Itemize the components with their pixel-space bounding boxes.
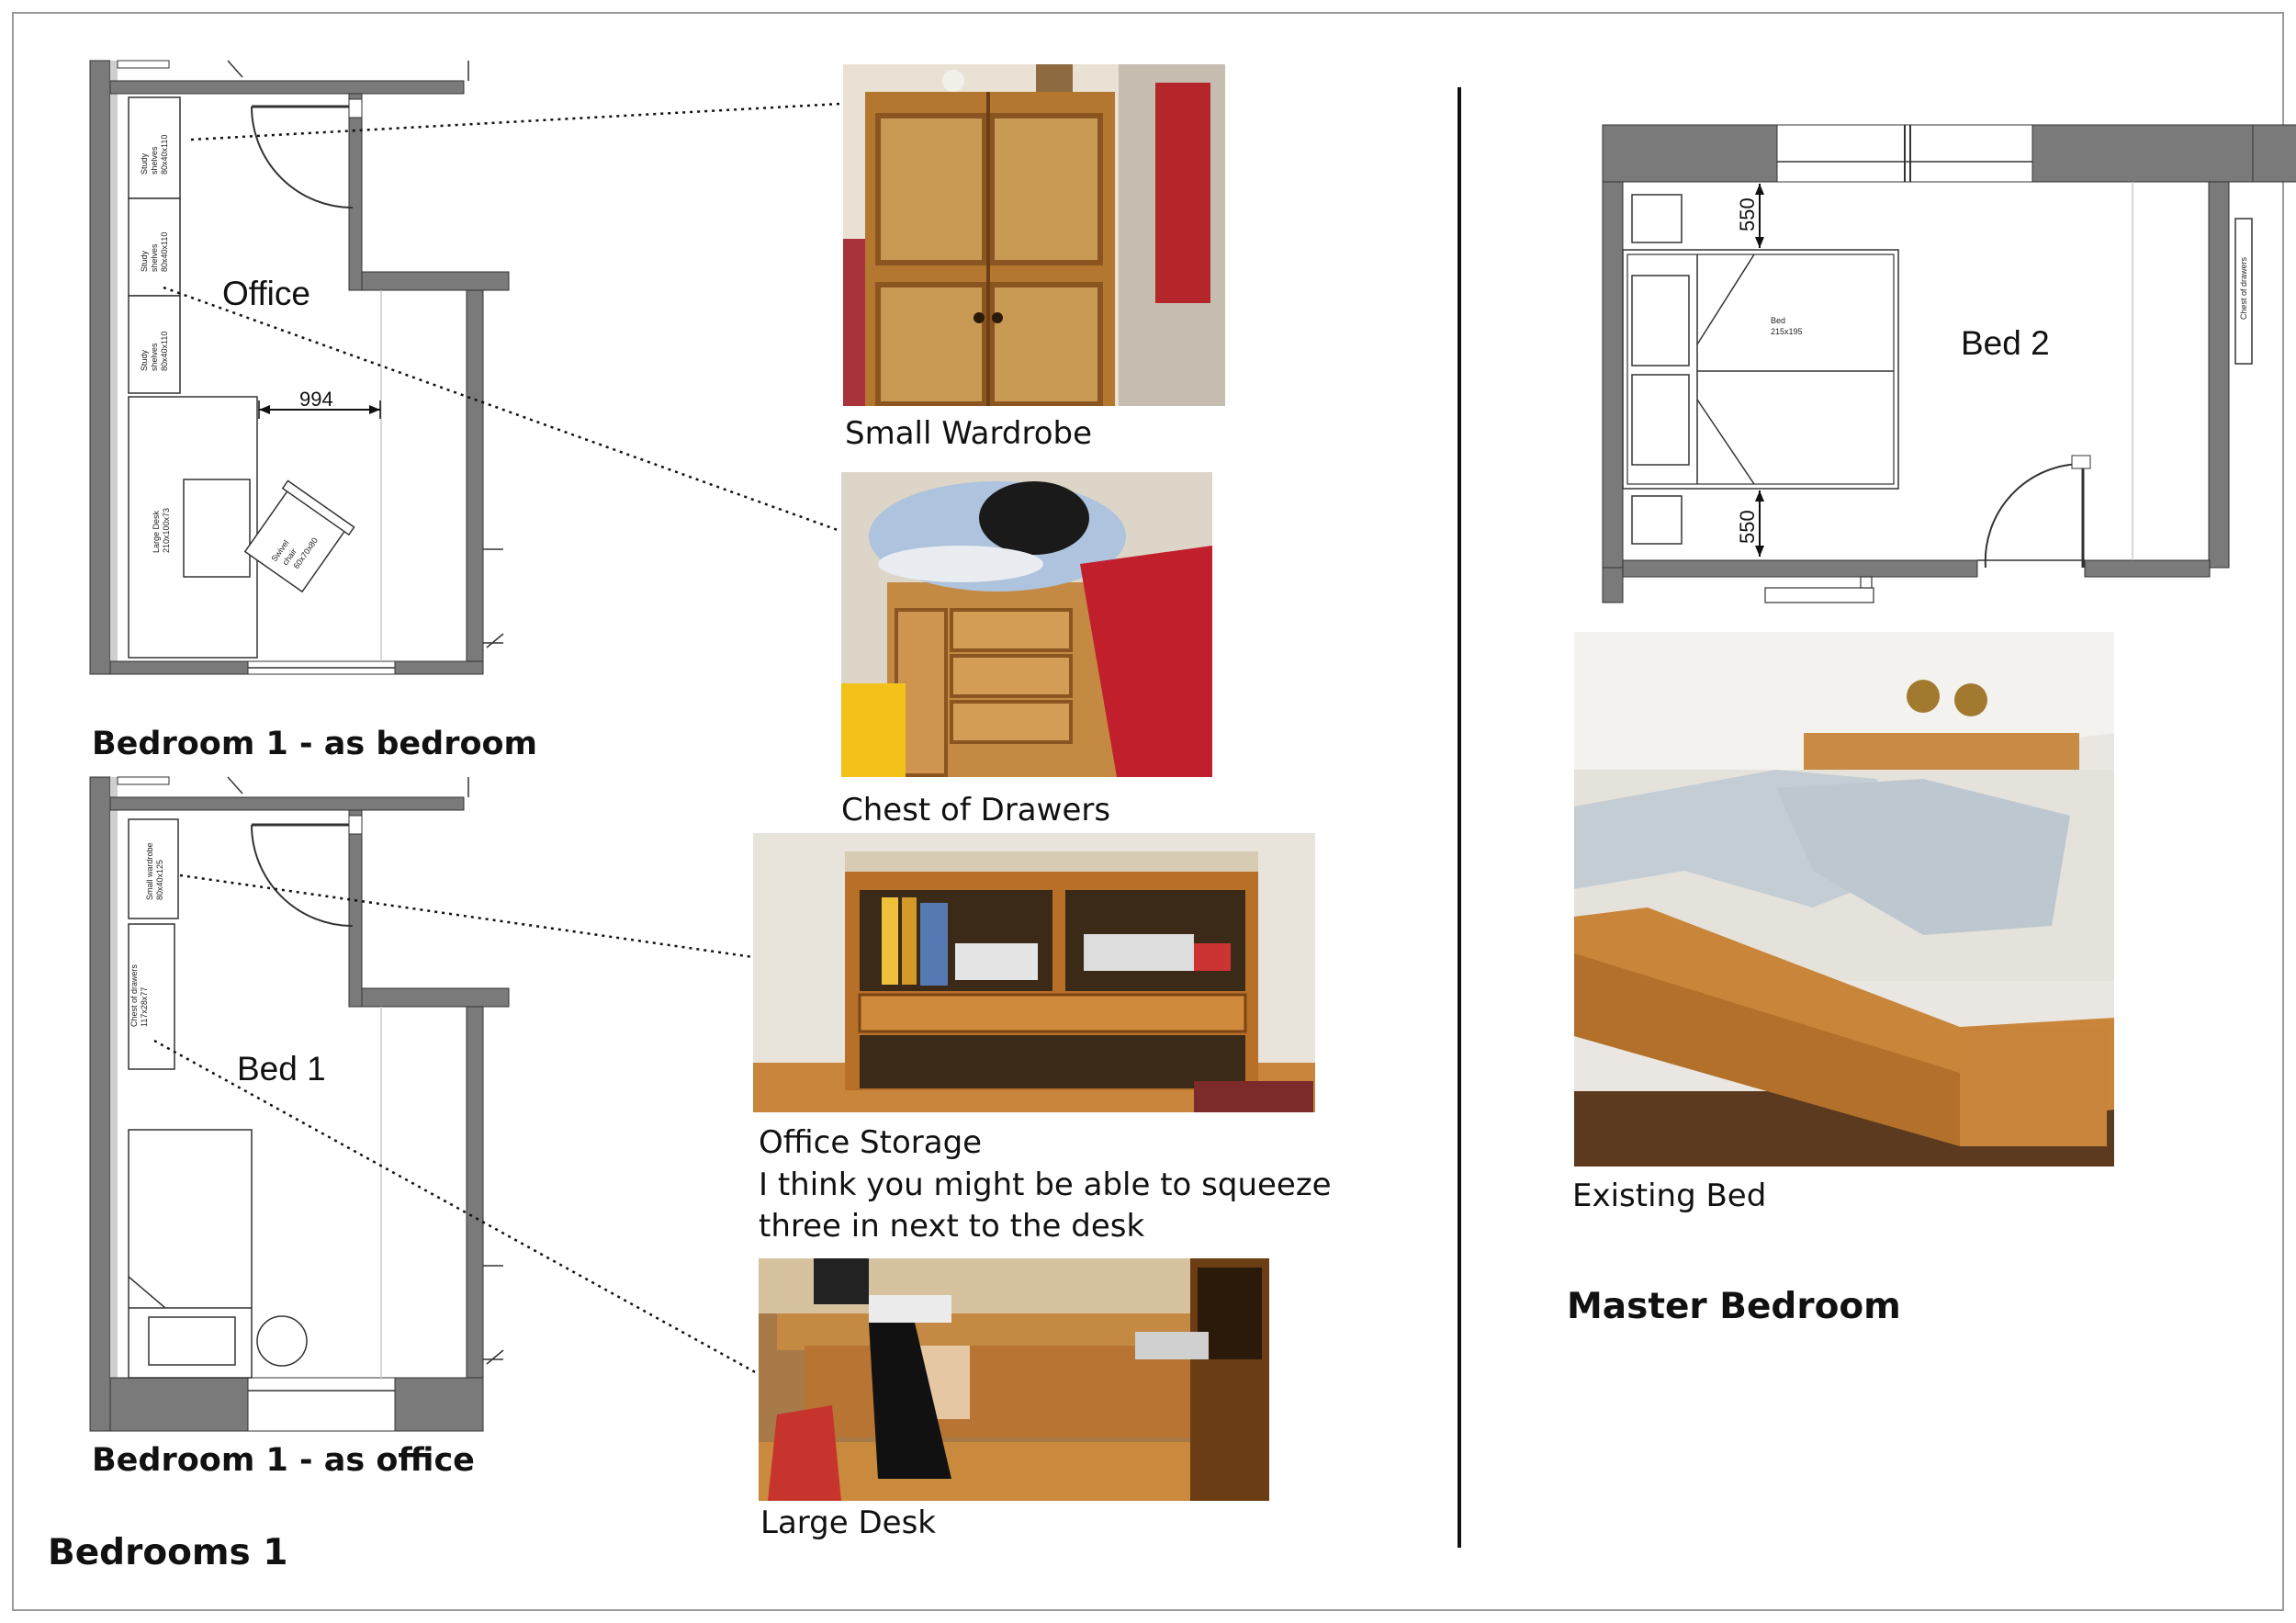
pillow-top [1631,275,1690,366]
label-bed-b: 215x195 [1771,327,1803,336]
swivel-chair [243,479,355,593]
label-desk-b: 210x100x73 [162,508,171,553]
label-drawers-b: 117x28x77 [140,987,149,1027]
photo-office-storage [753,833,1315,1112]
label-shelves-3b: shelves [150,343,159,371]
room-label-office: Office [222,275,310,312]
study-shelves-3 [128,295,181,394]
door-swing [251,824,354,927]
label-shelves-3c: 80x40x110 [160,332,169,371]
dim-label-top: 550 [1736,197,1759,231]
window-bottom [247,1377,396,1432]
door-swing [251,106,354,209]
photo-chest-of-drawers [841,472,1212,777]
master-chest-of-drawers [2234,218,2253,365]
small-wardrobe [128,818,179,919]
leader-storage [179,873,754,959]
wall-left [1602,181,1624,603]
leader-wardrobe [190,102,841,141]
label-shelves-1a: Study [140,152,149,175]
bedside-table [256,1315,308,1367]
label-master-drawers: Chest of drawers [2239,256,2248,320]
wall-right [466,289,484,662]
pillow-bottom [1631,374,1690,466]
label-shelves-1c: 80x40x110 [160,135,169,175]
wall-left [89,776,111,1432]
label-drawers-a: Chest of drawers [129,964,139,1027]
leader-drawers [163,286,838,532]
photo-large-desk [759,1258,1269,1501]
wall-inner [348,93,363,291]
caption-office-storage: Office Storage [759,1124,983,1161]
caption-small-wardrobe: Small Wardrobe [845,415,1093,452]
label-shelves-1b: shelves [150,146,159,175]
label-desk-a: Large Desk [152,510,161,553]
label-shelves-2a: Study [140,250,149,272]
pillow [148,1316,236,1366]
dimension-label: 994 [299,388,333,411]
bedside-table-top [1631,194,1683,243]
plan-bedroom-as-office [89,776,510,1432]
wall-left [89,60,111,675]
wall-right [2208,181,2230,569]
leader-desk [153,1039,760,1376]
room-label-bed-2: Bed 2 [1961,324,2050,362]
caption-existing-bed: Existing Bed [1572,1178,1767,1214]
label-shelves-2b: shelves [150,243,159,272]
label-bed-a: Bed [1771,316,1785,325]
wall-bottom [109,660,249,675]
label-shelves-3a: Study [140,349,149,371]
caption-large-desk: Large Desk [760,1505,936,1541]
dim-label-bottom: 550 [1736,510,1759,544]
plan-caption-office: Bedroom 1 - as office [92,1442,475,1479]
room-label-bed-1: Bed 1 [237,1050,326,1088]
door-swing [1984,462,2084,569]
photo-small-wardrobe [843,64,1225,406]
bedside-table-bottom [1631,495,1683,545]
photo-existing-bed [1574,632,2114,1167]
chest-of-drawers [128,923,175,1070]
note-line-2: three in next to the desk [759,1208,1145,1245]
section-title-master-bedroom: Master Bedroom [1567,1286,1901,1327]
plan-bedroom-as-bedroom [89,60,510,675]
sheet-border [12,12,2284,1611]
label-wardrobe-a: Small wardrobe [145,842,154,900]
caption-chest-of-drawers: Chest of Drawers [841,792,1111,828]
study-shelves-2 [128,197,181,297]
plan-master-bedroom [1602,124,2296,603]
label-shelves-2c: 80x40x110 [160,232,169,272]
wall-top [109,80,465,95]
label-wardrobe-b: 80x40x125 [155,860,164,900]
note-line-1: I think you might be able to squeeze [759,1167,1332,1203]
section-title-bedrooms-1: Bedrooms 1 [48,1532,288,1573]
plan-caption-bedroom: Bedroom 1 - as bedroom [92,726,538,762]
